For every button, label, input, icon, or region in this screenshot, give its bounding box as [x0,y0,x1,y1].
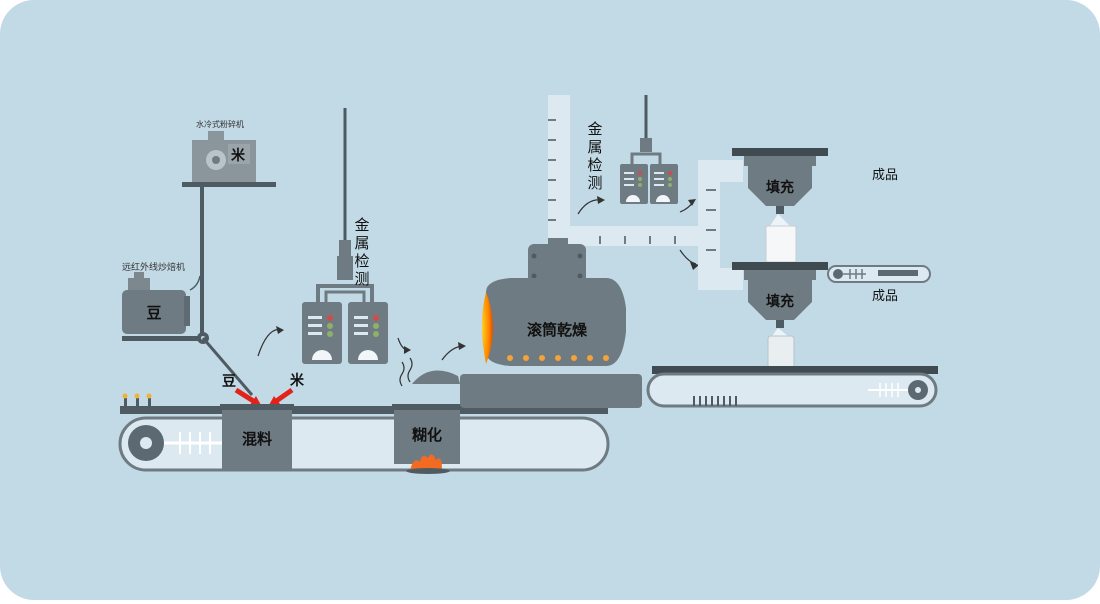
mixing-label: 混料 [242,430,272,448]
flow-arrows [257,196,699,361]
metal-detect-1-char-2: 属 [354,234,369,252]
metal-detector-1: 金 属 检 测 [302,108,388,364]
metal-detect-2-char-3: 检 [587,156,602,174]
gelatinize-pot: 糊化 [392,357,462,474]
drum-dryer-label: 滚筒乾燥 [527,321,588,339]
fill-2-label: 填充 [766,293,794,310]
middle-conveyor [732,262,931,283]
roaster-bean-label: 豆 [146,304,161,322]
filler-1: 填充 成品 [732,148,898,263]
feed-bean-label: 豆 [222,374,236,390]
fill-1-label: 填充 [766,179,794,196]
mixing-tank: 豆 米 混料 [220,372,305,470]
filler-2: 填充 成品 [744,270,898,369]
metal-detect-2-char-1: 金 [587,120,602,138]
product-bag [765,225,797,263]
grinder-rice-label: 米 [231,147,246,164]
feed-rice-label: 米 [290,372,305,389]
product-1-label: 成品 [872,168,898,183]
grinder-title: 水冷式粉碎机 [196,119,244,129]
metal-detect-1-char-1: 金 [354,216,369,234]
metal-detector-2: 金 属 检 测 [587,95,678,204]
feed-linkage [197,187,254,396]
roaster-machine: 远红外线炒焙机 豆 [122,261,206,341]
grinder-machine: 水冷式粉碎机 米 [182,119,276,187]
right-conveyor [646,366,938,408]
flame-icon [406,454,450,474]
roaster-title: 远红外线炒焙机 [122,261,185,273]
metal-detect-1-char-4: 测 [354,270,369,288]
pipework [548,95,743,290]
metal-detect-2-char-2: 属 [587,138,602,156]
gelatinize-label: 糊化 [412,426,442,444]
drum-dryer: 滚筒乾燥 [460,238,642,408]
product-can [767,335,795,369]
metal-detect-2-char-4: 测 [587,174,602,192]
metal-detect-1-char-3: 检 [354,252,369,270]
indicator-lamps [122,393,152,406]
product-2-label: 成品 [872,289,898,304]
